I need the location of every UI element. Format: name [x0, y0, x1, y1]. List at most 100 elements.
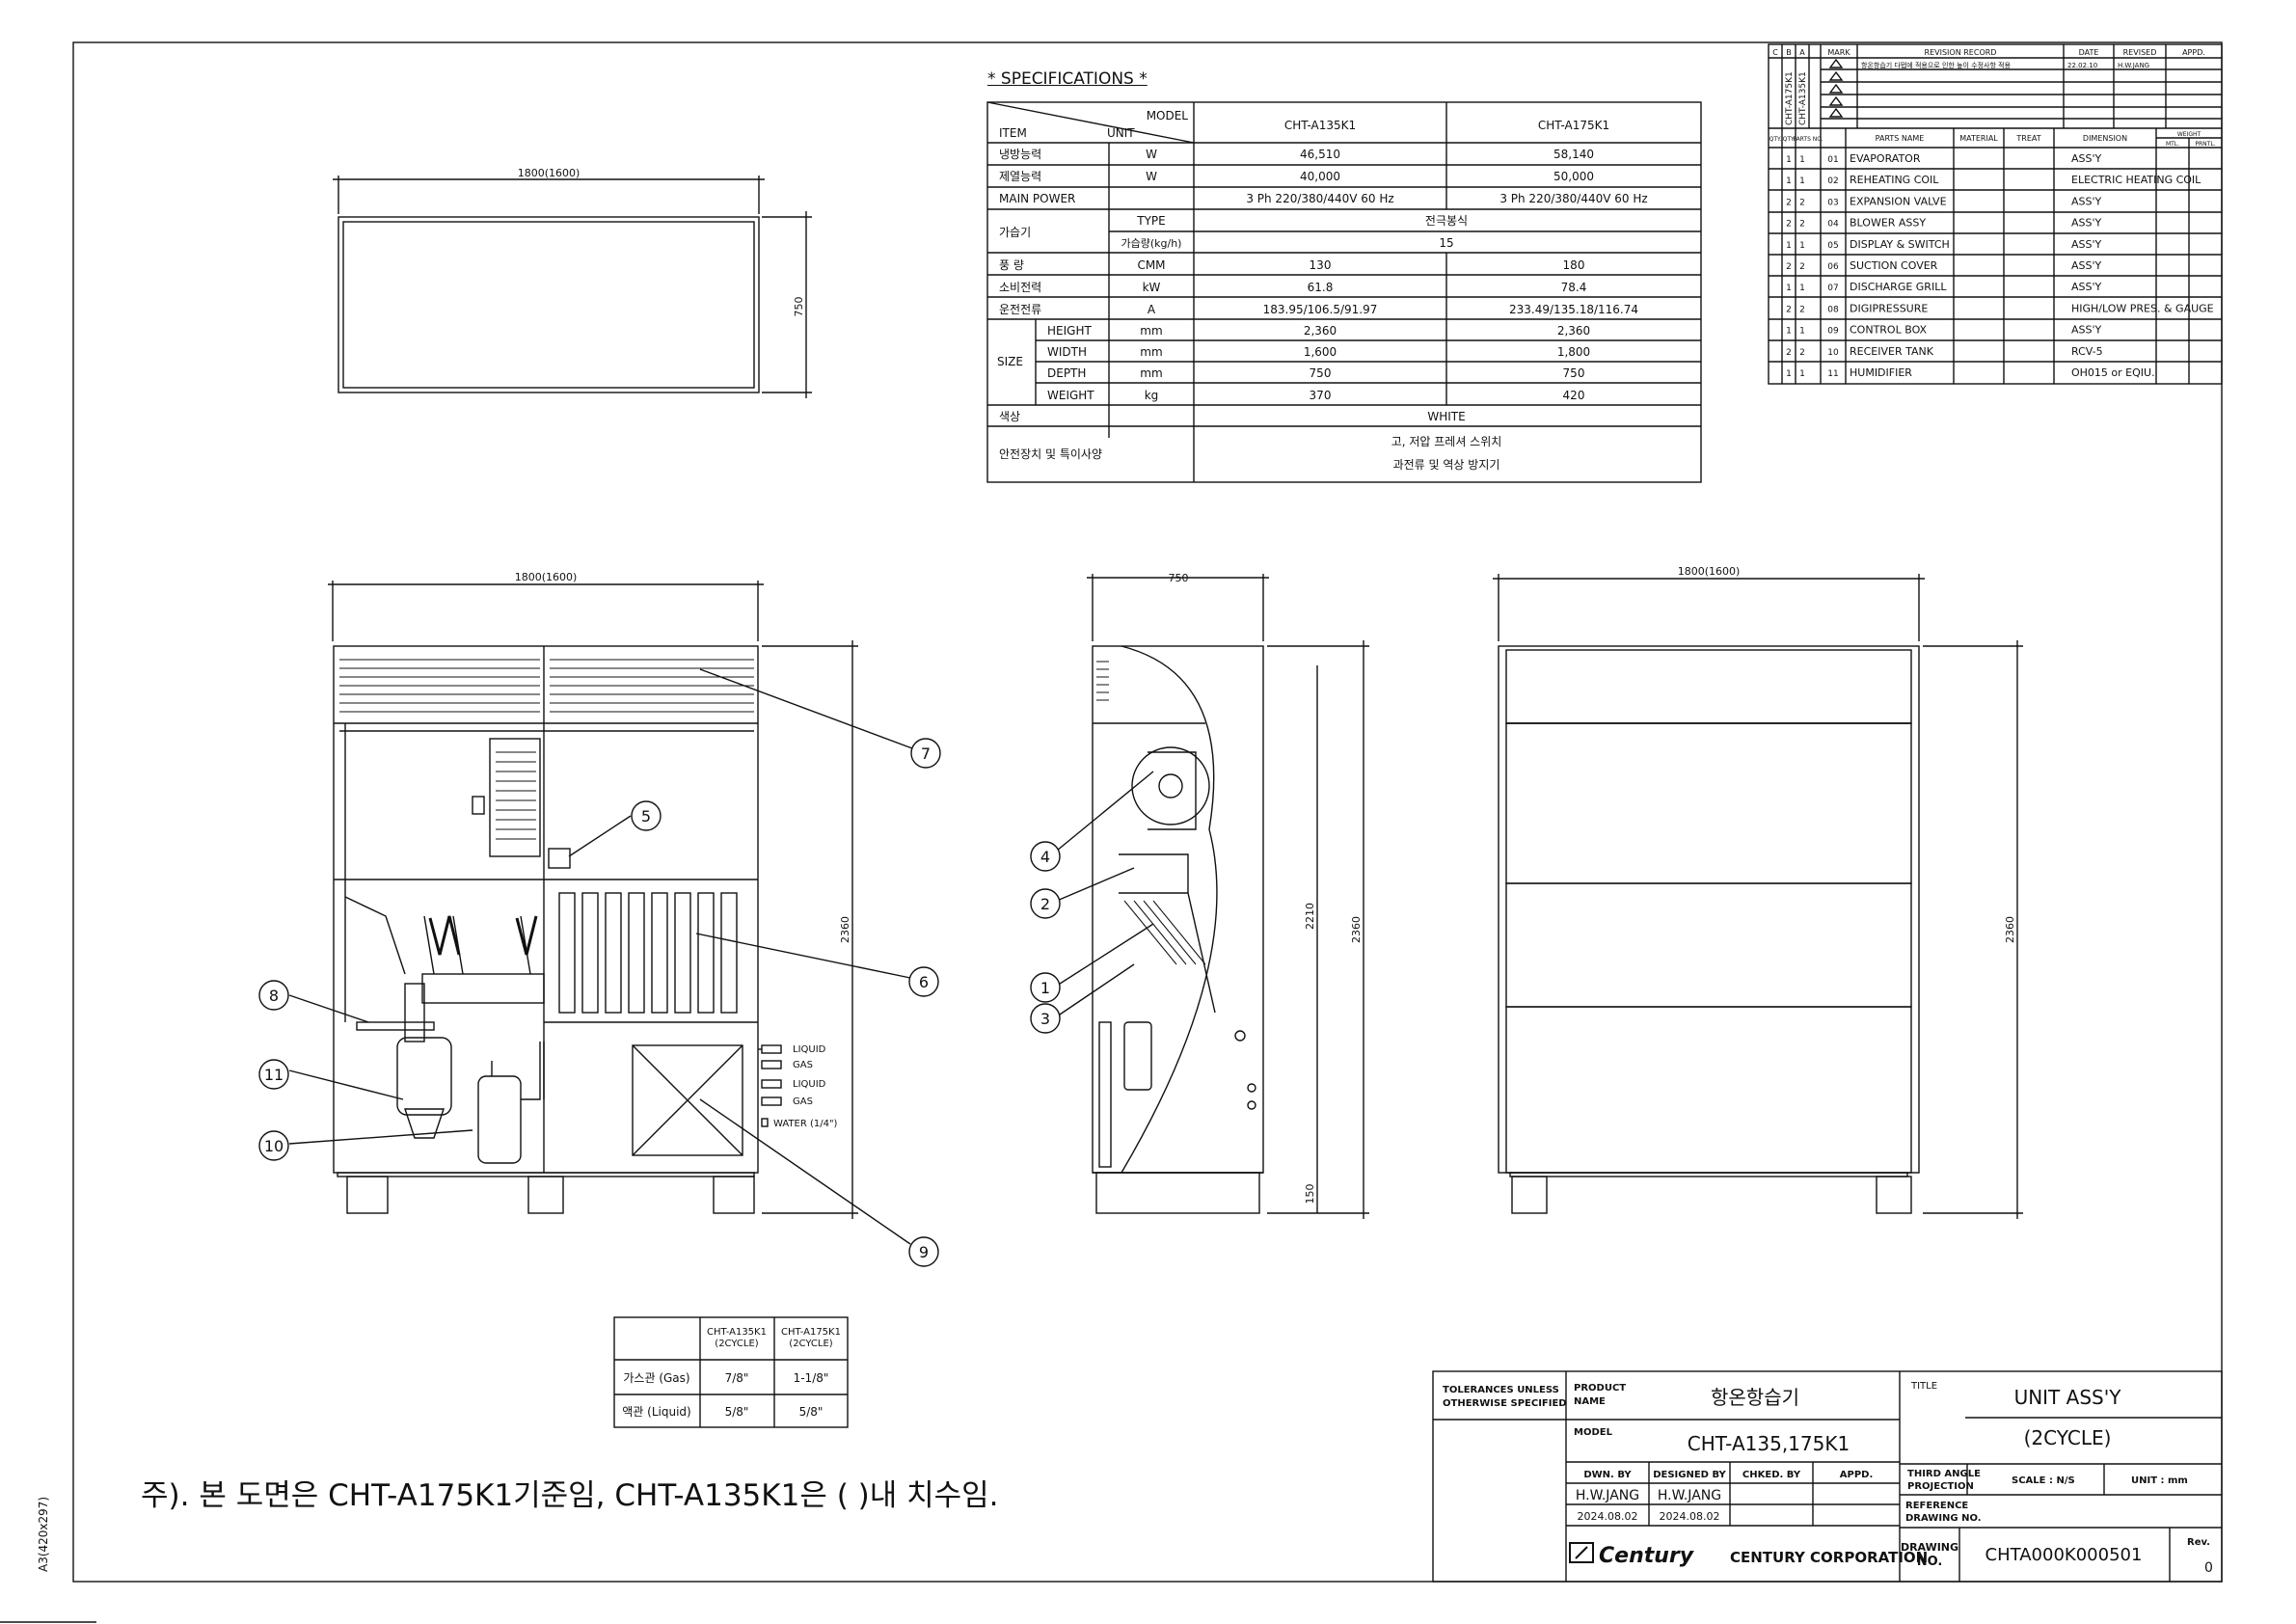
spec-model-b: CHT-A175K1 [1538, 119, 1609, 132]
spec-value: WHITE [1427, 410, 1465, 423]
balloon-label: 4 [1040, 848, 1050, 866]
parts-cell-q2: 2 [1799, 262, 1805, 272]
pipe-table-value: 1-1/8" [794, 1371, 829, 1385]
balloon-7 [910, 738, 941, 769]
spec-item: MAIN POWER [999, 192, 1075, 205]
title-label: TITLE [1910, 1381, 1937, 1392]
spec-item: SIZE [997, 355, 1023, 368]
spec-unit: A [1148, 303, 1156, 316]
spec-value: 전극봉식 [1425, 214, 1468, 228]
parts-cell-dim: ASS'Y [2071, 195, 2102, 207]
spec-item: 가습기 [999, 226, 1031, 239]
parts-cell-q2: 2 [1799, 198, 1805, 207]
dwn-date: 2024.08.02 [1578, 1510, 1638, 1523]
revision-header: B [1786, 48, 1792, 57]
scale-label: SCALE : N/S [2012, 1475, 2075, 1486]
parts-cell-no: 03 [1827, 198, 1838, 207]
parts-cell-q1: 2 [1786, 262, 1792, 272]
balloon-10 [258, 1130, 289, 1161]
revision-header: DATE [2079, 48, 2099, 57]
parts-header: DIMENSION [2083, 134, 2127, 143]
spec-header-unit: UNIT [1107, 126, 1135, 140]
revision-parts-text: C B A MARK REVISION RECORD DATE REVISED … [1769, 48, 2216, 148]
parts-cell-dim: ASS'Y [2071, 238, 2102, 251]
revision-date: 22.02.10 [2067, 62, 2097, 69]
spec-unit: W [1146, 170, 1157, 183]
title-block [1432, 1370, 2223, 1583]
dim-top-depth: 750 [793, 297, 805, 317]
balloon-label: 1 [1040, 979, 1050, 997]
pipe-table-header: (2CYCLE) [715, 1339, 759, 1349]
reference-label: REFERENCE [1905, 1501, 1968, 1511]
spec-value: 2,360 [1557, 324, 1590, 338]
parts-cell-name: SUCTION COVER [1850, 259, 1938, 272]
parts-cell-name: BLOWER ASSY [1850, 217, 1926, 230]
parts-cell-name: REHEATING COIL [1850, 174, 1939, 186]
title-product-label: NAME [1574, 1396, 1606, 1407]
parts-cell-name: DISPLAY & SWITCH [1850, 238, 1950, 251]
parts-cell-dim: HIGH/LOW PRES. & GAUGE [2071, 302, 2214, 314]
spec-value: 46,510 [1300, 148, 1340, 161]
spec-value: 3 Ph 220/380/440V 60 Hz [1246, 192, 1393, 205]
parts-cell-q2: 2 [1799, 305, 1805, 314]
designed-date: 2024.08.02 [1660, 1510, 1720, 1523]
parts-cell-no: 02 [1827, 176, 1838, 186]
parts-cell-dim: ASS'Y [2071, 259, 2102, 272]
parts-cell-q1: 2 [1786, 305, 1792, 314]
spec-value: 1,800 [1557, 345, 1590, 359]
century-logo-text: Century [1599, 1544, 1695, 1568]
spec-value: 3 Ph 220/380/440V 60 Hz [1499, 192, 1647, 205]
parts-cell-q2: 1 [1799, 155, 1805, 165]
designed-by: H.W.JANG [1658, 1488, 1721, 1503]
spec-header-model: MODEL [1147, 109, 1189, 122]
parts-cell-q2: 1 [1799, 284, 1805, 293]
dim-side-base: 150 [1304, 1184, 1316, 1204]
parts-cell-no: 04 [1827, 220, 1839, 230]
title-product-name: 항온항습기 [1711, 1386, 1799, 1409]
sign-head: DESIGNED BY [1653, 1470, 1726, 1480]
spec-value: 750 [1563, 366, 1585, 380]
revision-header: A [1799, 48, 1805, 57]
spec-value: 420 [1563, 389, 1585, 402]
sheet-size-label: A3(420x297) [37, 1496, 50, 1572]
parts-cell-q1: 1 [1786, 155, 1792, 165]
reference-label: DRAWING NO. [1905, 1513, 1982, 1524]
parts-header: MTL. [2166, 141, 2179, 148]
spec-item: 색상 [999, 410, 1020, 423]
spec-unit: mm [1140, 324, 1162, 338]
title-model: CHT-A135,175K1 [1688, 1432, 1850, 1455]
parts-cell-name: EXPANSION VALVE [1850, 195, 1947, 207]
parts-header: QTY. [1769, 136, 1782, 143]
pipe-table-header: CHT-A175K1 [781, 1327, 841, 1338]
projection-label: THIRD ANGLE [1907, 1469, 1981, 1479]
balloon-2 [1030, 888, 1061, 919]
spec-sub-item: WIDTH [1047, 345, 1087, 359]
parts-header: TREAT [2015, 134, 2040, 143]
balloon-6 [908, 966, 939, 997]
pipe-label-gas: GAS [793, 1060, 813, 1070]
parts-cell-q2: 2 [1799, 220, 1805, 230]
balloon-5 [631, 800, 662, 831]
pipe-table-label: 액관 (Liquid) [622, 1405, 690, 1419]
spec-unit: kg [1145, 389, 1159, 402]
parts-header: PRNTL. [2195, 141, 2215, 148]
parts-header: QTY. [1783, 136, 1796, 143]
side-view [1087, 574, 1369, 1219]
dim-side-depth: 750 [1169, 572, 1189, 584]
drawing-no: CHTA000K000501 [1985, 1545, 2143, 1565]
spec-item: 안전장치 및 특이사양 [999, 447, 1102, 461]
balloon-label: 9 [919, 1243, 929, 1261]
spec-value: 15 [1439, 236, 1453, 250]
drawing-no-label: NO. [1917, 1555, 1943, 1569]
parts-cell-no: 05 [1827, 241, 1838, 251]
spec-item: 제열능력 [999, 170, 1041, 183]
parts-cell-dim: ASS'Y [2071, 152, 2102, 165]
spec-unit: mm [1140, 366, 1162, 380]
dim-front-height: 2360 [839, 916, 851, 943]
parts-header: WEIGHT [2177, 131, 2201, 138]
parts-cell-dim: ASS'Y [2071, 281, 2102, 293]
drawing-note: 주). 본 도면은 CHT-A175K1기준임, CHT-A135K1은 ( )… [141, 1478, 999, 1513]
balloon-label: 10 [264, 1137, 284, 1155]
pipe-size-table [613, 1316, 849, 1428]
spec-sub-item: WEIGHT [1047, 389, 1094, 402]
